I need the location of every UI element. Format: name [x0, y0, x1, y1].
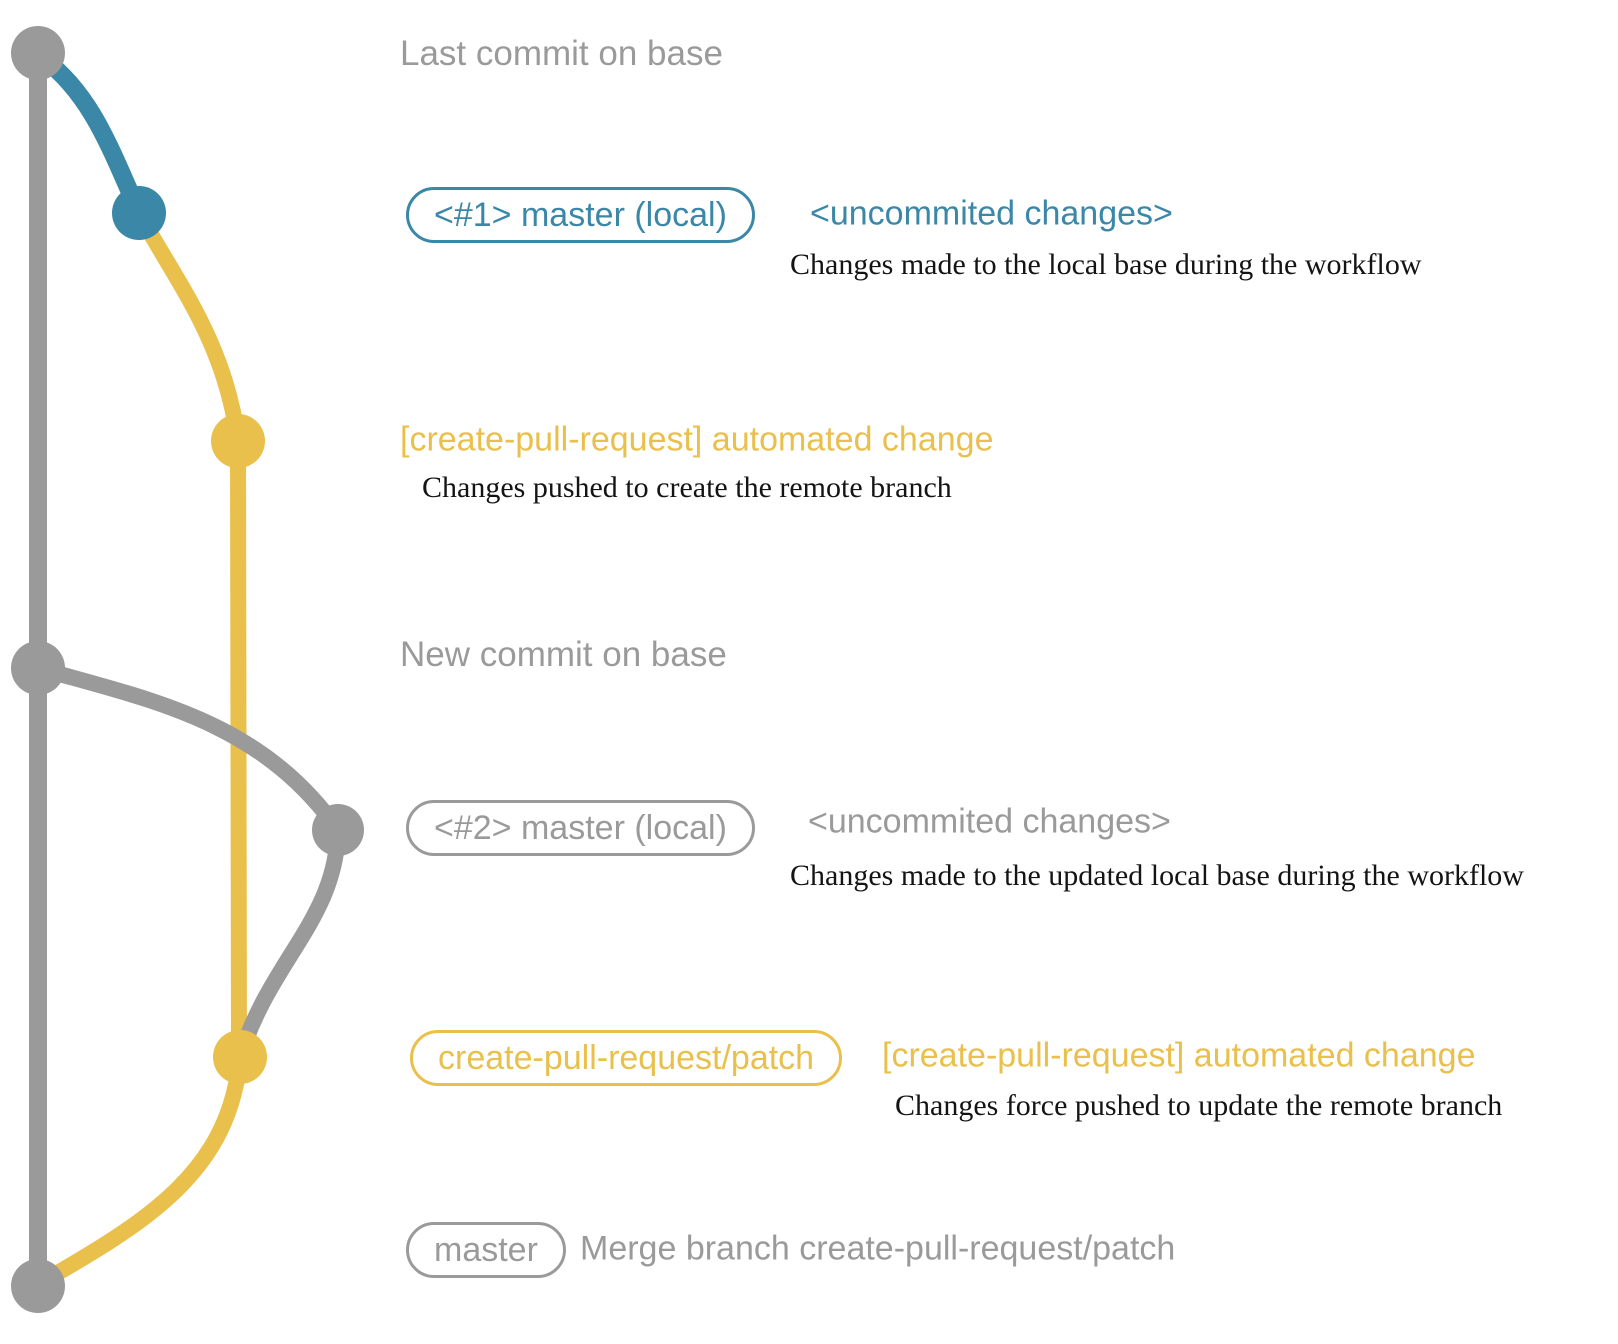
- note-automated-change-1: [create-pull-request] automated change: [400, 420, 994, 459]
- badge-master-local-1: <#1> master (local): [406, 187, 755, 243]
- branch-line-master-local-2-back: [232, 822, 346, 1065]
- desc-push-create-branch: Changes pushed to create the remote bran…: [422, 471, 952, 504]
- note-automated-change-2: [create-pull-request] automated change: [882, 1036, 1476, 1075]
- branch-line-master-local-1: [31, 46, 148, 222]
- label-merge-branch: Merge branch create-pull-request/patch: [580, 1229, 1176, 1268]
- note-uncommitted-changes-1: <uncommited changes>: [810, 194, 1173, 233]
- desc-local-changes-1: Changes made to the local base during th…: [790, 248, 1422, 281]
- commit-node-local-commit-1: [112, 186, 166, 240]
- commit-node-new-commit-on-base: [11, 641, 65, 695]
- heading-new-commit-on-base: New commit on base: [400, 635, 727, 674]
- commit-node-patch-branch-created: [211, 414, 265, 468]
- commit-node-local-commit-2: [312, 804, 364, 856]
- desc-local-changes-2: Changes made to the updated local base d…: [790, 859, 1524, 892]
- badge-create-pull-request-patch: create-pull-request/patch: [410, 1030, 843, 1086]
- commit-node-patch-branch-force-updated: [213, 1030, 267, 1084]
- commit-node-last-commit-on-base: [11, 26, 65, 80]
- branch-line-patch: [131, 205, 247, 1065]
- note-uncommitted-changes-2: <uncommited changes>: [808, 802, 1171, 841]
- desc-force-push-update-branch: Changes force pushed to update the remot…: [895, 1089, 1503, 1122]
- heading-last-commit-on-base: Last commit on base: [400, 34, 723, 73]
- commit-graph: [11, 26, 364, 1313]
- badge-master-local-2: <#2> master (local): [406, 800, 755, 856]
- branch-line-master-local-2-out: [30, 660, 346, 838]
- branch-line-patch-merge: [34, 1049, 248, 1290]
- badge-master: master: [406, 1222, 566, 1278]
- commit-node-merge-commit: [11, 1259, 65, 1313]
